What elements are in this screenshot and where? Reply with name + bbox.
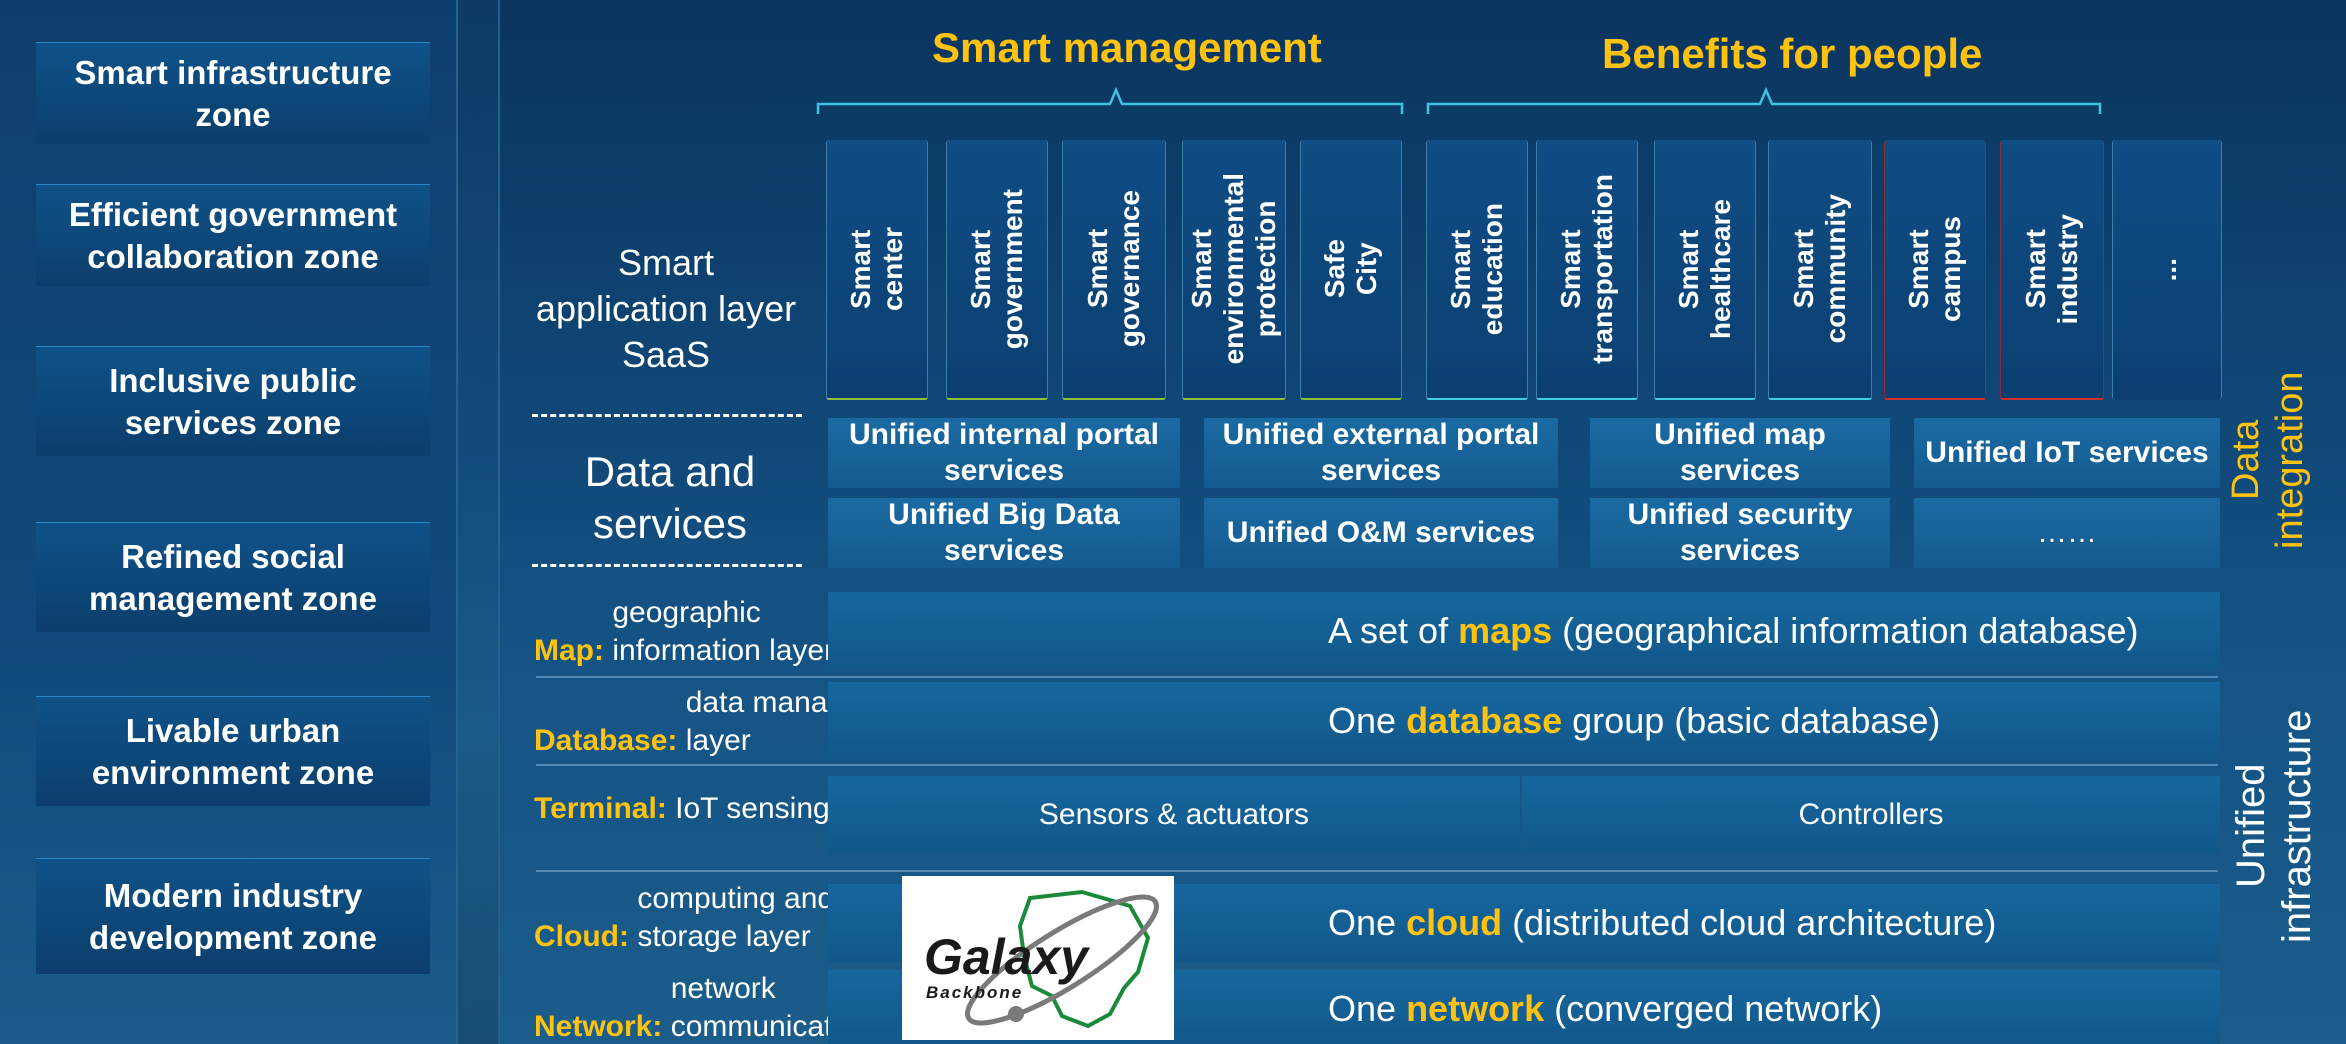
app-label: ... bbox=[2151, 258, 2182, 282]
zone-urban-environment: Livable urban environment zone bbox=[36, 696, 430, 806]
layer-separator bbox=[536, 764, 2218, 766]
zone-label: Modern industry development zone bbox=[89, 876, 377, 956]
logo-graphic: Galaxy Backbone bbox=[924, 889, 1159, 1029]
svc-internal-portal: Unified internal portal services bbox=[828, 418, 1180, 488]
layer-label-cloud: Cloud: computing and storage layer bbox=[534, 882, 835, 953]
data-layer-title-line: services bbox=[592, 500, 748, 547]
logo-text: Galaxy bbox=[924, 929, 1090, 985]
logo-subtext: Backbone bbox=[926, 983, 1023, 1002]
dashed-divider bbox=[532, 414, 802, 417]
zone-modern-industry: Modern industry development zone bbox=[36, 858, 430, 974]
bracket-smart-management bbox=[816, 86, 1404, 114]
band-map: A set of maps (geographical information … bbox=[828, 592, 2220, 670]
zone-label: Smart infrastructure zone bbox=[74, 53, 392, 133]
band-cloud-text: One cloud (distributed cloud architectur… bbox=[1328, 902, 1997, 943]
app-more: ... bbox=[2112, 140, 2222, 400]
svc-external-portal: Unified external portal services bbox=[1204, 418, 1558, 488]
zone-social-management: Refined social management zone bbox=[36, 522, 430, 632]
svc-map: Unified map services bbox=[1590, 418, 1890, 488]
zone-public-services: Inclusive public services zone bbox=[36, 346, 430, 456]
heading-benefits: Benefits for people bbox=[1602, 30, 1983, 77]
dashed-divider bbox=[532, 564, 802, 567]
zone-government-collaboration: Efficient government collaboration zone bbox=[36, 184, 430, 286]
zone-label: Livable urban environment zone bbox=[91, 711, 375, 791]
app-layer-title-line: application layer bbox=[535, 288, 797, 329]
app-layer-title: Smart application layer SaaS bbox=[516, 240, 816, 378]
bracket-benefits bbox=[1426, 86, 2102, 114]
band-sensors-actuators: Sensors & actuators bbox=[828, 776, 1520, 854]
zones-panel: Smart infrastructure zone Efficient gove… bbox=[0, 0, 458, 1044]
svc-om: Unified O&M services bbox=[1204, 498, 1558, 568]
band-map-text: A set of maps (geographical information … bbox=[1328, 610, 2139, 651]
layer-label-map: Map: geographic information layer bbox=[534, 596, 835, 667]
band-network-text: One network (converged network) bbox=[1328, 988, 1883, 1029]
galaxy-backbone-logo: Galaxy Backbone bbox=[902, 876, 1174, 1040]
heading-brackets bbox=[816, 86, 2102, 114]
zone-smart-infrastructure: Smart infrastructure zone bbox=[36, 42, 430, 144]
zone-label: Efficient government collaboration zone bbox=[68, 195, 398, 275]
svc-iot: Unified IoT services bbox=[1914, 418, 2220, 488]
svc-security: Unified security services bbox=[1590, 498, 1890, 568]
band-database: One database group (basic database) bbox=[828, 682, 2220, 760]
zone-label: Refined social management zone bbox=[89, 537, 377, 617]
app-layer-title-line: Smart bbox=[617, 242, 714, 283]
heading-smart-management: Smart management bbox=[932, 24, 1322, 71]
data-layer-title-line: Data and bbox=[584, 448, 756, 495]
data-layer-title: Data and services bbox=[536, 446, 804, 550]
band-controllers-text: Controllers bbox=[1798, 798, 1944, 831]
layer-separator bbox=[536, 870, 2218, 872]
band-database-text: One database group (basic database) bbox=[1328, 700, 1941, 741]
layer-label-network: Network: network communications layer bbox=[534, 972, 961, 1043]
band-controllers: Controllers bbox=[1522, 776, 2220, 854]
layer-separator bbox=[536, 676, 2218, 678]
app-layer-title-line: SaaS bbox=[621, 334, 711, 375]
svc-more: …… bbox=[1914, 498, 2220, 568]
band-sensors-text: Sensors & actuators bbox=[1038, 798, 1310, 831]
svc-big-data: Unified Big Data services bbox=[828, 498, 1180, 568]
zone-label: Inclusive public services zone bbox=[109, 361, 357, 441]
